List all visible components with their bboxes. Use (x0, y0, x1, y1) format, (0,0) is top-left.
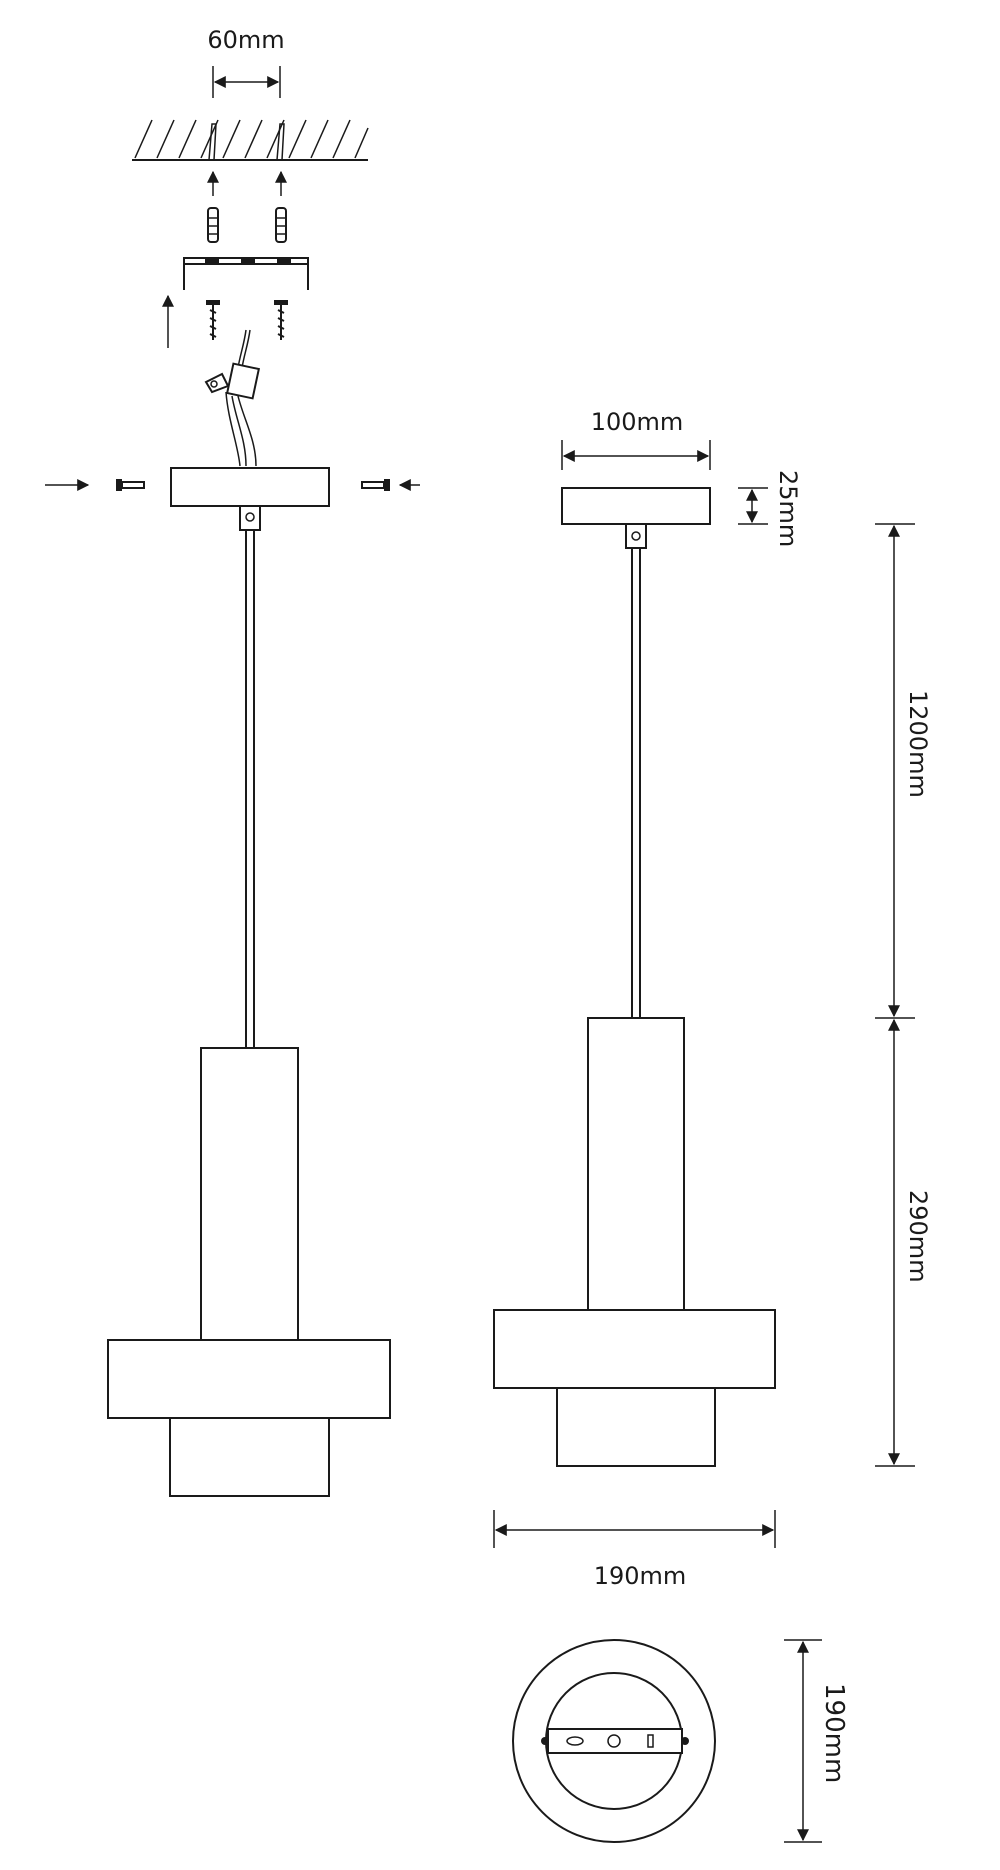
diffuser-right (556, 1387, 716, 1467)
screw-icon (206, 300, 220, 340)
lamp-body-right (587, 1017, 685, 1311)
wire-connector (204, 329, 261, 467)
cable-grip-right (625, 523, 647, 549)
canopy-right (561, 487, 711, 525)
top-view-diameter-dimension: 190mm (784, 1639, 849, 1843)
dimensioned-view: 100mm 25mm 1200mm (493, 408, 932, 1843)
wall-plug-icon (207, 207, 219, 243)
anchor-spacing-label: 60mm (207, 26, 284, 54)
cable-length-dimension: 1200mm (875, 523, 932, 1019)
shade-ring-left (107, 1339, 391, 1419)
anchor-spacing-dimension: 60mm (207, 26, 285, 98)
shade-width-label: 190mm (594, 1562, 687, 1590)
canopy-diameter-label: 100mm (591, 408, 684, 436)
top-view-bracket (547, 1728, 683, 1754)
top-view-diameter-label: 190mm (819, 1683, 849, 1783)
side-screw-icon (361, 479, 390, 491)
shade-height-label: 290mm (904, 1190, 932, 1283)
canopy-left (170, 467, 330, 507)
cable-grip (239, 505, 261, 531)
side-screw-icon (116, 479, 145, 491)
shade-width-dimension: 190mm (493, 1510, 776, 1590)
lamp-body-left (200, 1047, 299, 1341)
canopy-height-label: 25mm (774, 470, 802, 547)
diffuser-left (169, 1417, 330, 1497)
shade-height-dimension: 290mm (875, 1018, 932, 1467)
screw-icon (274, 300, 288, 340)
wall-plug-icon (275, 207, 287, 243)
installation-view: 60mm (45, 26, 420, 1497)
top-view (512, 1639, 716, 1843)
canopy-height-dimension: 25mm (738, 470, 802, 547)
mounting-bracket (183, 257, 309, 290)
shade-ring-right (493, 1309, 776, 1389)
cable-length-label: 1200mm (904, 690, 932, 798)
ceiling-hatching (132, 119, 369, 161)
canopy-diameter-dimension: 100mm (561, 408, 711, 470)
